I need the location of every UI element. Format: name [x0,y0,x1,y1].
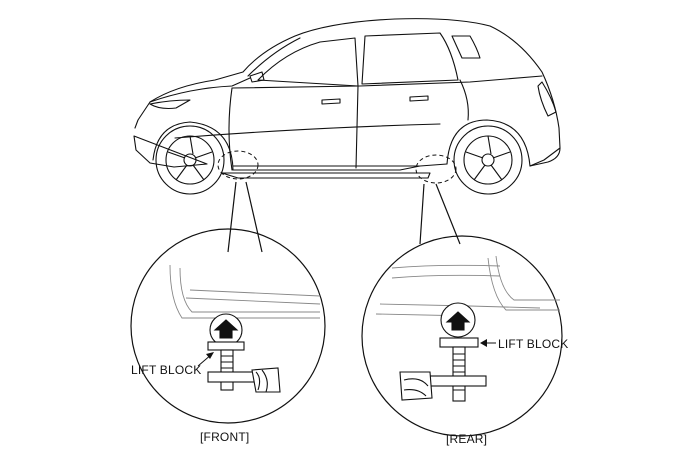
rear-lift-block-label: LIFT BLOCK [498,337,569,351]
front-leader-arrowhead [206,352,214,359]
front-lift-block [207,313,281,393]
rear-lift-point-marker [415,154,457,184]
rear-wheel [453,125,523,195]
rear-leader-arrowhead [480,339,487,347]
car-side-view [133,18,561,179]
front-detail-bubble [130,181,326,424]
front-caption: [FRONT] [200,430,250,444]
front-wheel [155,125,225,195]
rear-caption: [REAR] [446,432,488,446]
rear-detail-bubble [361,183,563,437]
front-detail-content [169,264,321,319]
front-lift-block-label: LIFT BLOCK [131,363,202,377]
rear-detail-content [375,255,560,317]
rear-lift-block [399,302,487,402]
front-lift-point-marker [217,150,259,180]
